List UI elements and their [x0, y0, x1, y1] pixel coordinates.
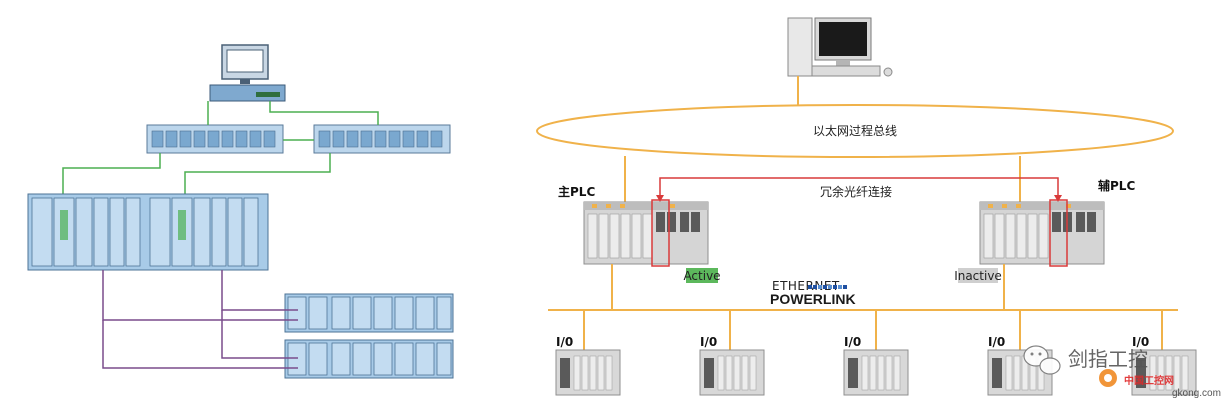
io-label-2: I/0 — [700, 335, 717, 349]
active-badge-bg — [686, 268, 718, 283]
left-plc-rack — [27, 193, 269, 271]
watermark-site-cn: 中国工控网 — [1124, 374, 1174, 387]
powerlink-logo-top: ETHERNET — [772, 279, 840, 293]
ethernet-bus-label: 以太网过程总线 — [813, 123, 897, 138]
io-label-4: I/0 — [988, 335, 1005, 349]
powerlink-logo: ETHERNET POWERLINK — [770, 279, 856, 307]
fiber-arrow-left — [656, 195, 664, 202]
io-drops — [583, 310, 1163, 352]
io-label-5: I/0 — [1132, 335, 1149, 349]
io-module-1: I/0 — [555, 335, 621, 396]
watermark: 剑指工控 中国工控网 gkong.com — [1023, 345, 1221, 399]
aux-plc-device — [979, 199, 1105, 267]
io-label-1: I/0 — [556, 335, 573, 349]
gear-icon — [1099, 369, 1117, 387]
watermark-site: gkong.com — [1172, 388, 1221, 399]
hmi-computer-icon — [787, 17, 893, 77]
left-switch-1 — [146, 124, 284, 154]
main-plc-highlight — [651, 199, 670, 267]
main-plc-device — [583, 199, 709, 267]
right-diagram: 以太网过程总线 冗余光纤连接 主PLC — [536, 17, 1197, 396]
inactive-badge: Inactive — [954, 269, 1002, 283]
left-remote-io-2 — [284, 339, 454, 379]
aux-plc-highlight — [1049, 199, 1068, 267]
redundant-fiber-line — [659, 177, 1059, 200]
io-label-3: I/0 — [844, 335, 861, 349]
left-switch-2 — [313, 124, 451, 154]
io-module-2: I/0 — [699, 335, 765, 396]
left-diagram — [27, 44, 454, 379]
fiber-arrow-right — [1054, 195, 1062, 202]
left-ethernet-lines — [62, 101, 379, 198]
wechat-icon — [1023, 345, 1061, 375]
ethernet-bus-ellipse — [536, 104, 1174, 158]
left-remote-io-1 — [284, 293, 454, 333]
inactive-badge-bg — [958, 268, 998, 283]
active-badge: Active — [683, 269, 720, 283]
io-module-3: I/0 — [843, 335, 909, 396]
main-plc-label: 主PLC — [558, 184, 595, 199]
redundant-link-label: 冗余光纤连接 — [820, 184, 892, 199]
io-module-5: I/0 — [1131, 335, 1197, 396]
powerlink-logo-squares — [808, 285, 847, 289]
left-workstation-icon — [209, 44, 286, 102]
left-profibus-lines — [102, 270, 298, 369]
watermark-brand: 剑指工控 — [1068, 347, 1148, 371]
aux-plc-label: 辅PLC — [1098, 178, 1135, 193]
powerlink-logo-text: POWERLINK — [770, 291, 856, 307]
